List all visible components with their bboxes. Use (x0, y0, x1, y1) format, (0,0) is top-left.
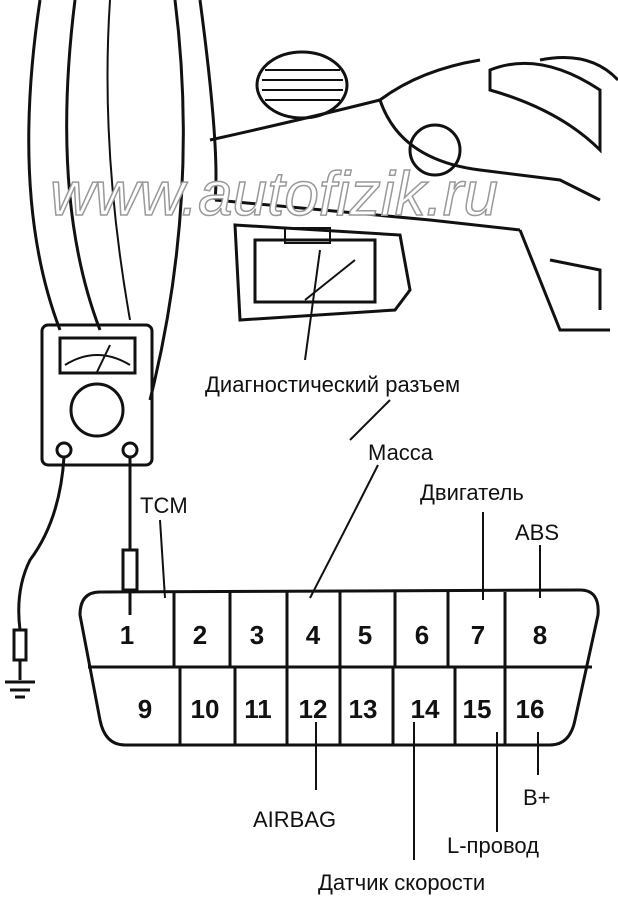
watermark: www.autofizik.ru (50, 160, 498, 229)
label-l-wire: L-провод (447, 833, 539, 858)
label-ground: Масса (368, 440, 434, 465)
pin-7: 7 (471, 620, 485, 650)
pin-11: 11 (244, 694, 272, 724)
multimeter-icon (5, 323, 154, 699)
pin-3: 3 (250, 620, 264, 650)
title-label: Диагностический разъем (205, 372, 460, 397)
leader-lines (159, 464, 541, 860)
label-tcm: TCM (140, 493, 188, 518)
dashboard-sketch (27, 0, 618, 441)
label-airbag: AIRBAG (253, 807, 336, 832)
label-engine: Двигатель (420, 480, 524, 505)
label-abs: ABS (515, 520, 559, 545)
pin-16: 16 (516, 694, 545, 724)
pin-10: 10 (191, 694, 220, 724)
pin-13: 13 (349, 694, 378, 724)
pin-14: 14 (411, 694, 440, 724)
pin-15: 15 (463, 694, 492, 724)
label-b-plus: B+ (523, 785, 551, 810)
pin-8: 8 (533, 620, 547, 650)
label-speed-sensor: Датчик скорости (318, 870, 485, 895)
pin-12: 12 (299, 694, 328, 724)
pin-9: 9 (138, 694, 152, 724)
pin-2: 2 (193, 620, 207, 650)
pin-5: 5 (358, 620, 372, 650)
pin-6: 6 (415, 620, 429, 650)
pin-4: 4 (306, 620, 321, 650)
pin-1: 1 (120, 620, 134, 650)
